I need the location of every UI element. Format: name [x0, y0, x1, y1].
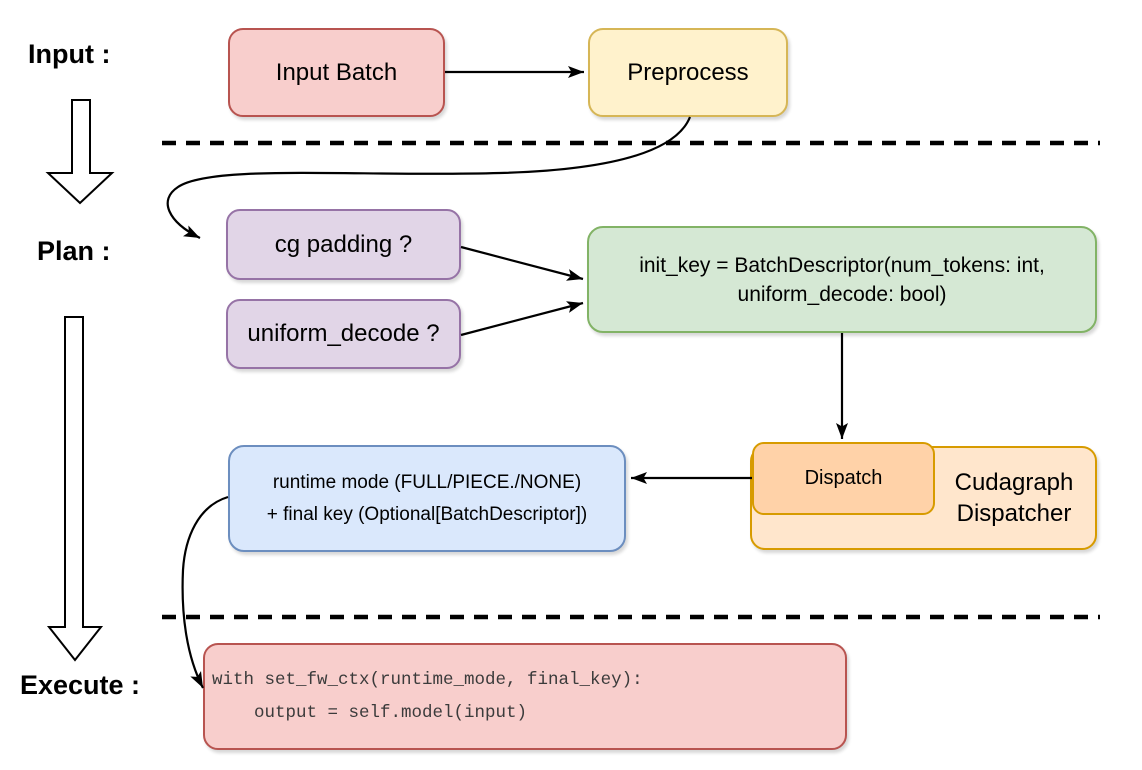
- node-input-batch: Input Batch: [228, 28, 445, 117]
- init-key-line1: init_key = BatchDescriptor(num_tokens: i…: [639, 253, 1045, 277]
- code-line1: with set_fw_ctx(runtime_mode, final_key)…: [212, 669, 643, 690]
- node-runtime-mode-label: runtime mode (FULL/PIECE./NONE) + final …: [230, 467, 624, 531]
- runtime-line1: runtime mode (FULL/PIECE./NONE): [272, 471, 582, 493]
- arrow-cg-padding-to-init-key: [460, 245, 584, 281]
- cudagraph-line1: Cudagraph: [954, 469, 1074, 496]
- lane-label-plan: Plan :: [37, 236, 111, 266]
- node-input-batch-label: Input Batch: [275, 58, 398, 86]
- runtime-line2: + final key (Optional[BatchDescriptor]): [266, 503, 588, 525]
- node-preprocess-label: Preprocess: [627, 58, 749, 86]
- node-execute-code-text: with set_fw_ctx(runtime_mode, final_key)…: [205, 664, 643, 730]
- code-line2: output = self.model(input): [212, 702, 528, 723]
- node-uniform-decode-label: uniform_decode ?: [247, 320, 440, 347]
- node-cg-padding: cg padding ?: [226, 209, 461, 280]
- node-uniform-decode: uniform_decode ?: [226, 299, 461, 369]
- node-dispatch: Dispatch: [752, 442, 935, 515]
- init-key-line2: uniform_decode: bool): [737, 282, 947, 306]
- node-init-key-label: init_key = BatchDescriptor(num_tokens: i…: [589, 251, 1095, 309]
- node-runtime-mode: runtime mode (FULL/PIECE./NONE) + final …: [228, 445, 626, 552]
- node-execute-code: with set_fw_ctx(runtime_mode, final_key)…: [203, 643, 847, 750]
- arrow-uniform-decode-to-init-key: [460, 301, 584, 337]
- stage-arrow-input-to-plan-icon: [45, 99, 115, 205]
- node-init-key: init_key = BatchDescriptor(num_tokens: i…: [587, 226, 1097, 333]
- lane-label-input: Input :: [28, 39, 111, 69]
- node-cg-padding-label: cg padding ?: [274, 230, 413, 258]
- stage-arrow-plan-to-execute-icon: [46, 316, 104, 662]
- lane-label-execute: Execute :: [20, 670, 141, 700]
- cudagraph-line2: Dispatcher: [956, 500, 1072, 527]
- node-dispatch-label: Dispatch: [804, 467, 883, 489]
- node-cudagraph-dispatcher-label: Cudagraph Dispatcher: [933, 467, 1095, 529]
- node-preprocess: Preprocess: [588, 28, 788, 117]
